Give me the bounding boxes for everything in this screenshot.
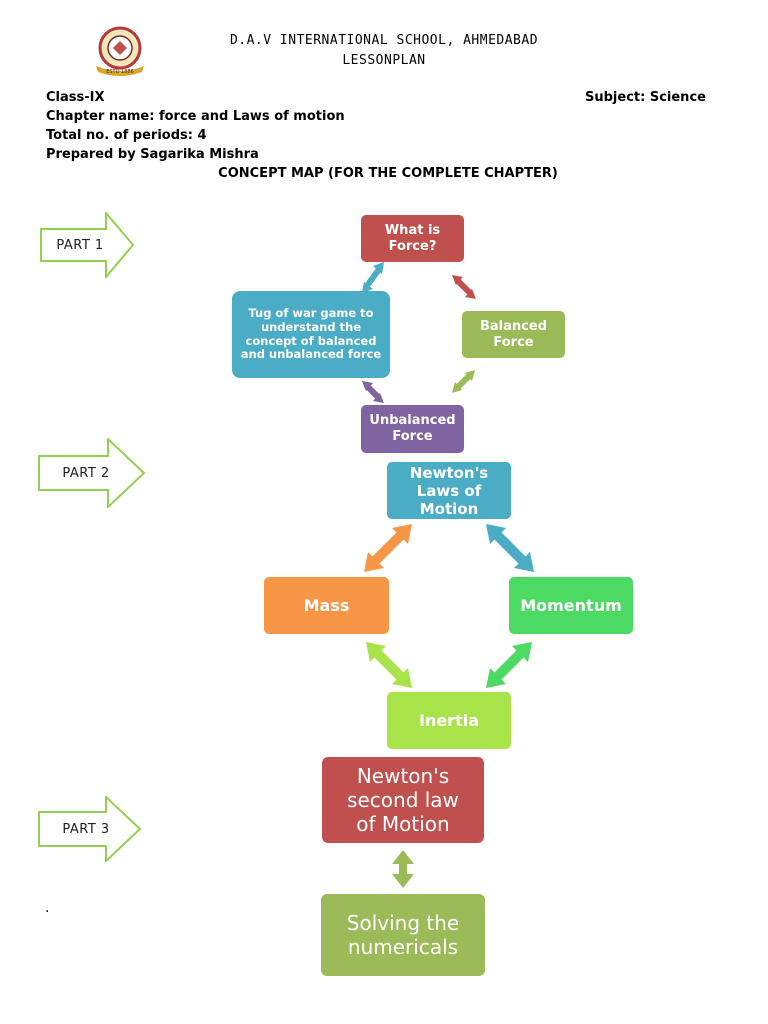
node-momentum: Momentum [509, 577, 633, 634]
school-logo: ESTD 1886 [96, 26, 144, 76]
arrow-head [514, 552, 534, 572]
concept-map-title: CONCEPT MAP (FOR THE COMPLETE CHAPTER) [218, 166, 558, 181]
class-label: Class-IX [46, 90, 105, 105]
part-label: PART 2 [62, 465, 110, 481]
part-2-arrow: PART 2 [38, 438, 146, 508]
arrow-head [392, 524, 412, 544]
arrow-head [452, 382, 462, 393]
stray-period: . [45, 900, 50, 916]
double-arrow-icon [371, 647, 407, 683]
node-second-law: Newton's second law of Motion [322, 757, 484, 843]
arrow-head [362, 282, 373, 293]
arrow-head [392, 874, 414, 888]
arrow-head [362, 381, 373, 391]
arrow-head [465, 370, 475, 381]
logo-text: ESTD 1886 [106, 69, 134, 75]
prepared-by: Prepared by Sagarika Mishra [46, 147, 259, 162]
part-1-arrow: PART 1 [40, 212, 134, 278]
right-arrow-icon [38, 438, 146, 508]
node-solving-numericals: Solving the numericals [321, 894, 485, 976]
arrow-head [373, 393, 384, 403]
double-arrow-icon [455, 278, 473, 296]
node-tug-of-war: Tug of war game to understand the concep… [232, 291, 390, 378]
arrow-head [512, 642, 532, 662]
arrow-head [373, 262, 384, 274]
double-arrow-icon [369, 529, 407, 567]
double-arrow-icon [491, 529, 529, 567]
node-what-is-force: What is Force? [361, 215, 464, 262]
total-periods: Total no. of periods: 4 [46, 128, 207, 143]
part-label: PART 1 [56, 237, 104, 253]
arrow-head [366, 642, 386, 662]
arrow-head [486, 668, 506, 688]
double-arrow-icon [364, 383, 382, 401]
right-arrow-icon [38, 796, 142, 862]
node-mass: Mass [264, 577, 389, 634]
chapter-name: Chapter name: force and Laws of motion [46, 109, 345, 124]
node-unbalanced-force: Unbalanced Force [361, 405, 464, 453]
arrow-head [364, 552, 384, 572]
node-balanced-force: Balanced Force [462, 311, 565, 358]
arrow-head [486, 524, 506, 544]
document-type: LESSONPLAN [342, 53, 426, 68]
part-3-arrow: PART 3 [38, 796, 142, 862]
double-arrow-icon [454, 372, 473, 391]
double-arrow-icon [363, 266, 383, 289]
double-arrow-icon [491, 647, 527, 683]
subject-label: Subject: Science [585, 90, 706, 105]
school-name: D.A.V INTERNATIONAL SCHOOL, AHMEDABAD [229, 33, 539, 48]
node-newtons-laws: Newton's Laws of Motion [387, 462, 511, 519]
right-arrow-icon [40, 212, 134, 278]
arrow-head [392, 850, 414, 864]
node-inertia: Inertia [387, 692, 511, 749]
arrow-head [392, 668, 412, 688]
arrow-head [465, 289, 476, 299]
part-label: PART 3 [62, 821, 110, 837]
arrow-head [452, 275, 463, 285]
